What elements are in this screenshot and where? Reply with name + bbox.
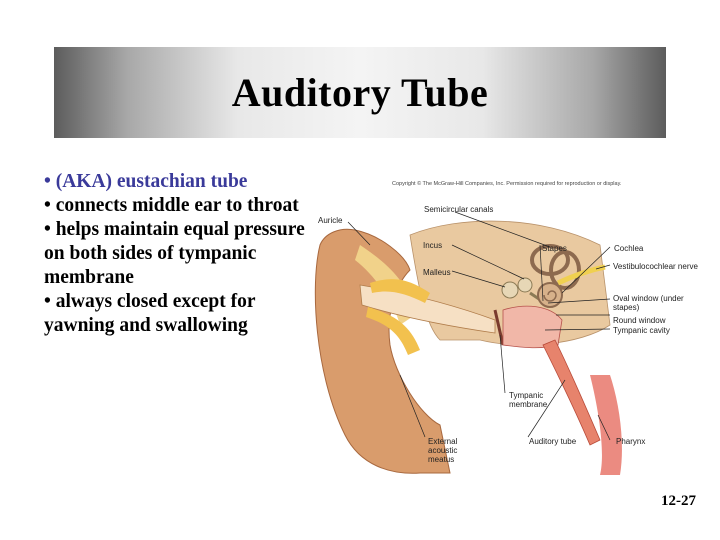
cochlea-spiral bbox=[543, 290, 557, 302]
auditory-tube-shape bbox=[542, 339, 601, 446]
label-auditory-tube: Auditory tube bbox=[529, 437, 577, 446]
slide-title: Auditory Tube bbox=[231, 70, 489, 115]
label-stapes: Stapes bbox=[542, 244, 567, 253]
ear-anatomy-illustration bbox=[314, 211, 622, 475]
gland-shape bbox=[370, 279, 430, 303]
bullet-item: • (AKA) eustachian tube bbox=[44, 171, 248, 192]
bullet-item: • connects middle ear to throat bbox=[44, 195, 299, 216]
label-external-acoustic-meatus: External acoustic meatus bbox=[428, 437, 458, 464]
cochlea-shape bbox=[537, 282, 563, 308]
tympanic-membrane-shape bbox=[493, 309, 505, 346]
pharynx-shape bbox=[590, 375, 622, 475]
bullet-list: • (AKA) eustachian tube • connects middl… bbox=[44, 170, 314, 338]
label-pharynx: Pharynx bbox=[616, 437, 646, 446]
label-tympanic-membrane: Tympanic membrane bbox=[509, 391, 548, 409]
incus-shape bbox=[517, 277, 533, 293]
label-vestibulocochlear-nerve: Vestibulocochlear nerve bbox=[613, 262, 698, 271]
gland-shape bbox=[366, 307, 420, 355]
semicircular-canal-shape bbox=[549, 250, 581, 290]
malleus-shape bbox=[501, 281, 519, 299]
leader-lines bbox=[347, 211, 611, 441]
tympanic-cavity-shape bbox=[502, 305, 563, 349]
label-cochlea: Cochlea bbox=[614, 244, 644, 253]
label-tympanic-cavity: Tympanic cavity bbox=[613, 326, 670, 335]
title-bar: Auditory Tube bbox=[54, 47, 666, 138]
bullet-item: • helps maintain equal pressure on both … bbox=[44, 219, 305, 288]
label-oval-window: Oval window (under stapes) bbox=[613, 294, 684, 312]
label-round-window: Round window bbox=[613, 316, 666, 325]
label-incus: Incus bbox=[423, 241, 443, 250]
auricle-shape bbox=[314, 228, 451, 474]
label-malleus: Malleus bbox=[423, 268, 451, 277]
label-semicircular-canals: Semicircular canals bbox=[424, 205, 494, 214]
label-auricle: Auricle bbox=[318, 216, 343, 225]
bullet-item: • always closed except for yawning and s… bbox=[44, 291, 256, 336]
copyright-notice: Copyright © The McGraw-Hill Companies, I… bbox=[392, 181, 622, 187]
page-number: 12-27 bbox=[661, 493, 696, 509]
